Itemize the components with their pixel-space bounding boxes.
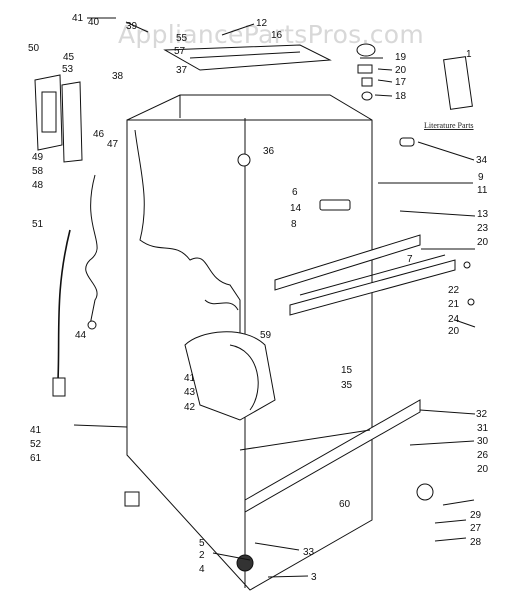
callout: 20 — [477, 237, 489, 248]
callout: 36 — [263, 146, 275, 157]
shelf-rails — [274, 234, 456, 316]
callout: 52 — [30, 439, 42, 450]
callout: 40 — [88, 17, 100, 28]
callout: 57 — [174, 46, 186, 57]
callout: 46 — [93, 129, 105, 140]
callout: 61 — [30, 453, 42, 464]
callout: 37 — [176, 65, 188, 76]
callout: 16 — [271, 30, 283, 41]
callout: 29 — [470, 510, 482, 521]
leader-lines — [73, 17, 476, 578]
callout: 9 — [478, 172, 484, 183]
callout: 27 — [470, 523, 482, 534]
callout: 19 — [395, 52, 407, 63]
callout: 5 — [199, 538, 205, 549]
callout: 4 — [199, 564, 205, 575]
callout: 42 — [184, 402, 196, 413]
top-panel — [163, 44, 332, 71]
callout: 1 — [466, 49, 472, 60]
small-hardware — [237, 43, 475, 306]
callout: 44 — [75, 330, 87, 341]
callout: 6 — [292, 187, 298, 198]
callout: 20 — [448, 326, 460, 337]
callout: 49 — [32, 152, 44, 163]
callout: 20 — [477, 464, 489, 475]
callout: 30 — [477, 436, 489, 447]
callout: 26 — [477, 450, 489, 461]
callout: 47 — [107, 139, 119, 150]
callout: 2 — [199, 550, 205, 561]
callout: 15 — [341, 365, 353, 376]
callout: 3 — [311, 572, 317, 583]
callout: 43 — [184, 387, 196, 398]
literature-parts-label: Literature Parts — [424, 121, 474, 130]
callout: 50 — [28, 43, 40, 54]
callout-labels: 41 40 39 12 16 50 45 53 55 57 38 37 19 2… — [28, 13, 489, 583]
callout: 41 — [30, 425, 42, 436]
callout: 39 — [126, 21, 138, 32]
callout: 53 — [62, 64, 74, 75]
callout: 23 — [477, 223, 489, 234]
callout: 13 — [477, 209, 489, 220]
callout: 21 — [448, 299, 460, 310]
callout: 51 — [32, 219, 44, 230]
callout: 7 — [407, 254, 413, 265]
drain-tube — [52, 229, 71, 397]
control-housing — [34, 74, 83, 163]
callout: 33 — [303, 547, 315, 558]
callout: 18 — [395, 91, 407, 102]
callout: 48 — [32, 180, 44, 191]
callout: 31 — [477, 423, 489, 434]
callout: 55 — [176, 33, 188, 44]
watermark: AppliancePartsPros.com — [118, 20, 425, 49]
callout: 34 — [476, 155, 488, 166]
callout: 41 — [72, 13, 84, 24]
callout: 38 — [112, 71, 124, 82]
callout: 20 — [395, 65, 407, 76]
callout: 17 — [395, 77, 407, 88]
callout: 11 — [477, 185, 488, 196]
compressor-area — [184, 331, 421, 513]
callout: 24 — [448, 314, 460, 325]
callout: 8 — [291, 219, 297, 230]
callout: 12 — [256, 18, 268, 29]
callout: 14 — [290, 203, 302, 214]
callout: 22 — [448, 285, 460, 296]
callout: 45 — [63, 52, 75, 63]
callout: 28 — [470, 537, 482, 548]
callout: 60 — [339, 499, 351, 510]
power-cord — [85, 174, 98, 330]
callout: 35 — [341, 380, 353, 391]
callout: 32 — [476, 409, 488, 420]
callout: 59 — [260, 330, 272, 341]
callout: 58 — [32, 166, 44, 177]
callout: 41 — [184, 373, 196, 384]
rollers — [124, 483, 434, 572]
